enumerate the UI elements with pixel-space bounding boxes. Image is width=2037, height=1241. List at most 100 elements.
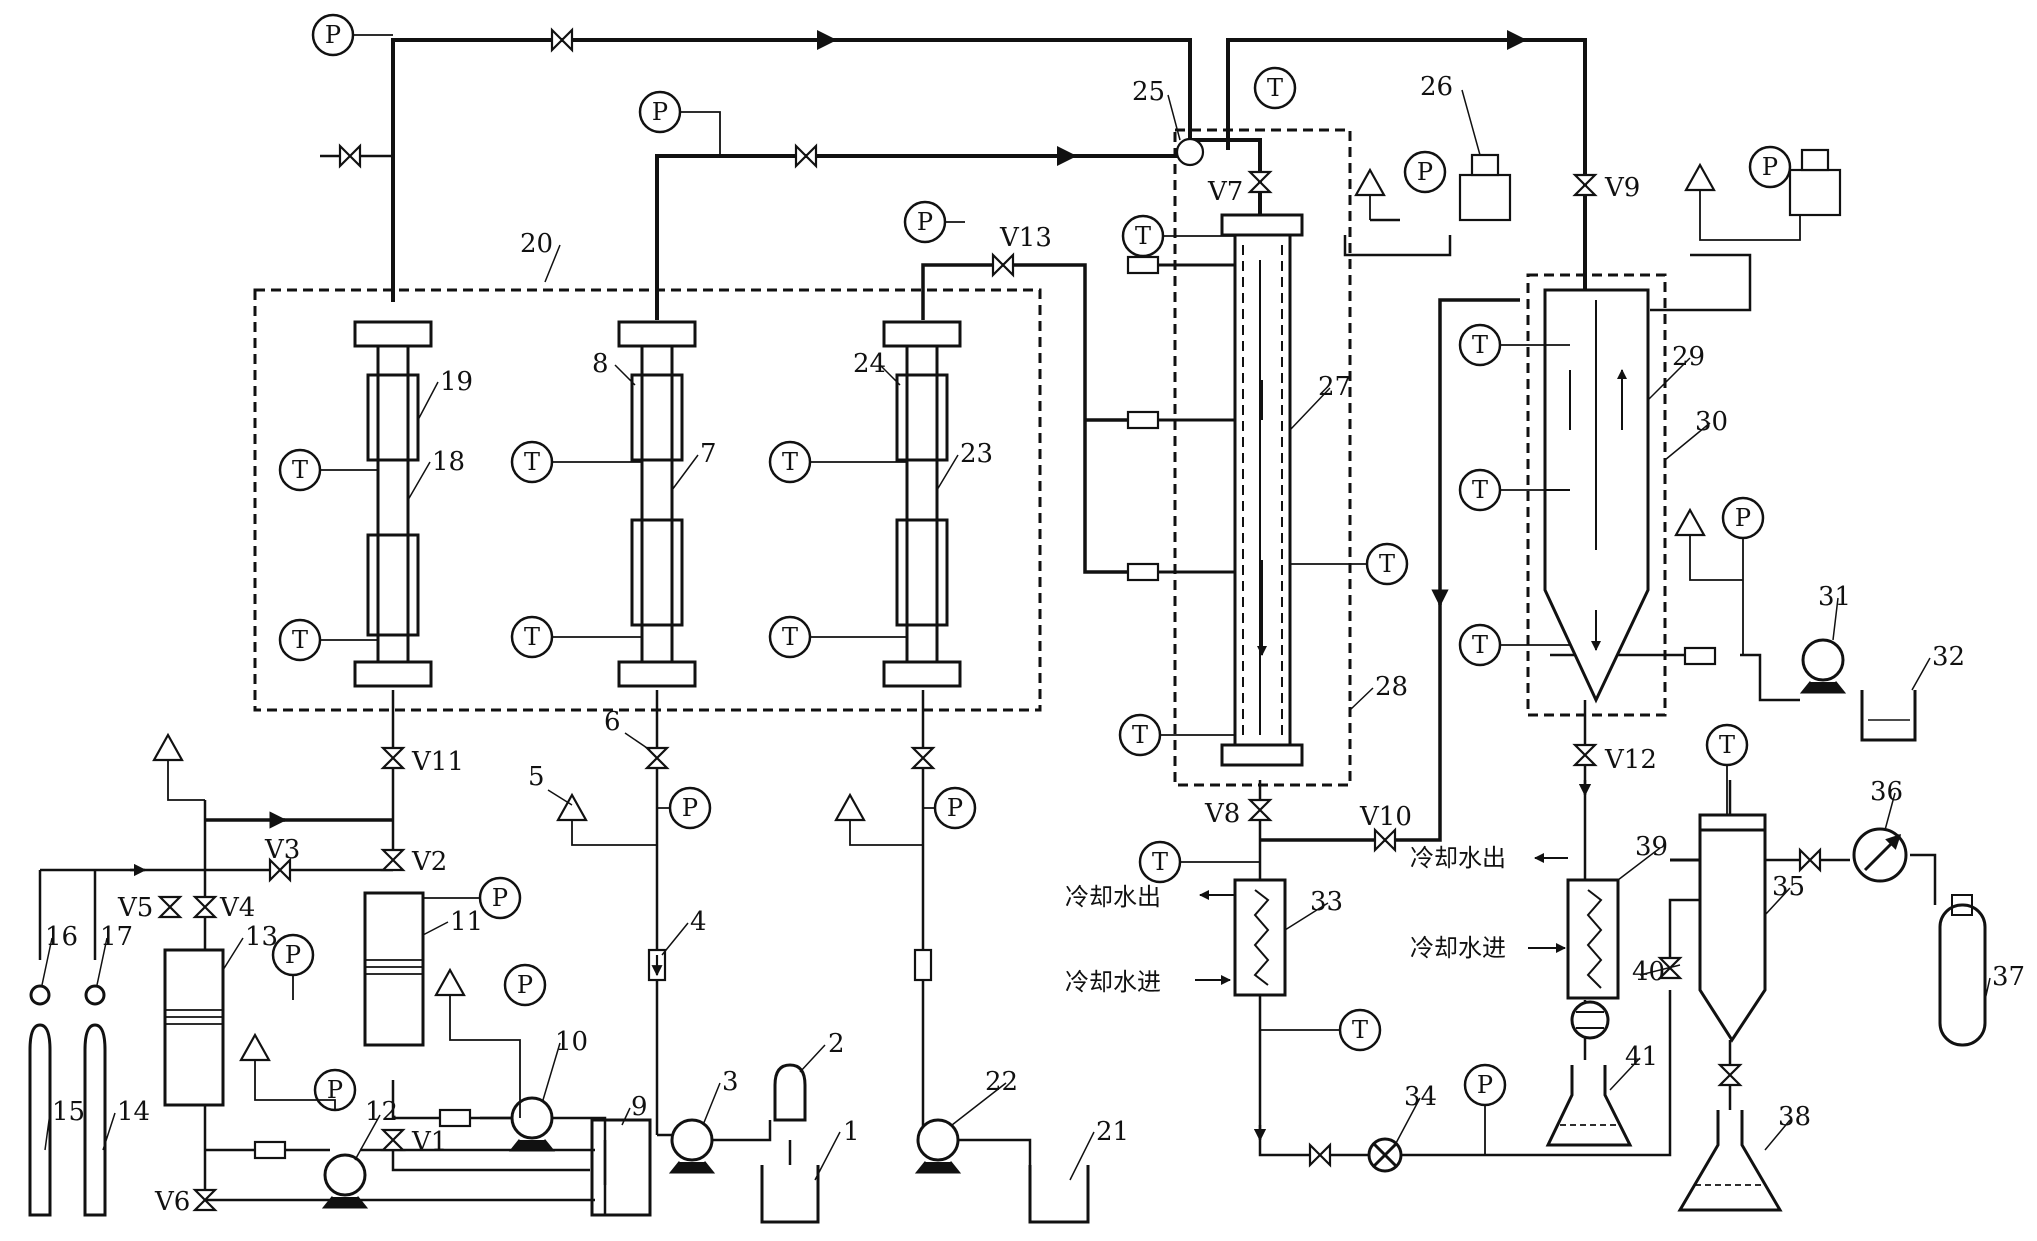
label-V10: V10 (1359, 802, 1412, 832)
flowmeter-22-line (913, 948, 933, 982)
num-26: 26 (1420, 72, 1453, 102)
p-gauge-5: P (682, 794, 698, 822)
vessel-11 (363, 891, 425, 1047)
component-numbers: 1 2 3 4 5 6 7 8 9 10 11 12 13 14 15 16 1… (45, 72, 2025, 1147)
label-V2: V2 (411, 847, 447, 877)
cw-out-33: 冷却水出 (1065, 883, 1161, 911)
valve-V9 (1572, 173, 1598, 197)
t-sensor-33-in: T (1152, 848, 1168, 876)
check-valve-31 (1683, 646, 1717, 666)
cooling-water-labels: 冷却水出 冷却水进 冷却水出 冷却水进 (1065, 844, 1506, 996)
t-sensor-27-bottom: T (1132, 721, 1148, 749)
valve-V11 (380, 746, 406, 770)
safety-device-29 (1788, 168, 1842, 217)
num-25: 25 (1132, 77, 1165, 107)
p-gauge-34: P (1477, 1071, 1493, 1099)
settler-jacket (1526, 273, 1667, 717)
tank-9 (590, 1118, 652, 1217)
t-sensor-33-out: T (1352, 1016, 1368, 1044)
num-2: 2 (828, 1029, 845, 1059)
num-41: 41 (1625, 1042, 1658, 1072)
num-40: 40 (1632, 957, 1665, 987)
t-sensor-27-mid: T (1379, 550, 1395, 578)
enclosures (253, 128, 1667, 787)
vessel-13 (163, 948, 225, 1107)
num-12: 12 (365, 1097, 398, 1127)
label-V8: V8 (1204, 799, 1240, 829)
num-27: 27 (1318, 372, 1351, 402)
heater-19-upper (366, 373, 420, 462)
pumps (321, 638, 1908, 1209)
t-sensor-23-upper: T (782, 448, 798, 476)
beaker-21 (1028, 1165, 1090, 1224)
p-gauge-27: P (1417, 158, 1433, 186)
t-sensor-18-upper: T (292, 456, 308, 484)
flasks (1545, 894, 1987, 1212)
instruments (271, 13, 1792, 1112)
p-gauge-13: P (285, 941, 301, 969)
num-33: 33 (1310, 887, 1343, 917)
num-24: 24 (853, 349, 886, 379)
tee-25 (1175, 137, 1205, 167)
instrument-leads (167, 34, 1801, 1155)
wet-gas-meter-36 (1852, 827, 1908, 883)
label-V12: V12 (1604, 745, 1657, 775)
t-sensor-7-lower: T (524, 623, 540, 651)
num-4: 4 (690, 907, 707, 937)
flask-38 (1677, 1110, 1783, 1212)
column-27 (1220, 213, 1304, 767)
p-gauge-31: P (1735, 504, 1751, 532)
num-18: 18 (432, 447, 465, 477)
num-3: 3 (722, 1067, 739, 1097)
num-22: 22 (985, 1067, 1018, 1097)
num-30: 30 (1695, 407, 1728, 437)
pump-34 (1367, 1137, 1403, 1173)
valve-6 (644, 746, 670, 770)
gas-cylinder-14 (83, 1023, 107, 1217)
pump-31 (1799, 638, 1847, 694)
valve-V13 (991, 252, 1015, 278)
reactor-heating-box (253, 288, 1042, 712)
label-V7: V7 (1207, 177, 1243, 207)
num-32: 32 (1932, 642, 1965, 672)
pump-3 (668, 1118, 716, 1174)
num-6: 6 (604, 707, 621, 737)
relief-valve-g (1684, 162, 1716, 192)
pump-12 (321, 1153, 369, 1209)
settler-29 (1543, 288, 1650, 704)
num-10: 10 (555, 1027, 588, 1057)
reactor-23-top-flange (882, 320, 962, 348)
p-gauge-11: P (492, 884, 508, 912)
leader-lines (41, 89, 1991, 1181)
num-23: 23 (960, 439, 993, 469)
num-37: 37 (1992, 962, 2025, 992)
relief-valve-c (834, 792, 866, 822)
num-7: 7 (700, 439, 717, 469)
valve-22 (910, 746, 936, 770)
t-sensor-27-top: T (1135, 222, 1151, 250)
valve-V12 (1572, 743, 1598, 767)
reactor-7-top-flange (617, 320, 697, 348)
p-gauge-12: P (327, 1076, 343, 1104)
label-V9: V9 (1604, 173, 1640, 203)
label-V1: V1 (411, 1127, 447, 1157)
label-V6: V6 (154, 1187, 190, 1217)
num-28: 28 (1375, 672, 1408, 702)
num-34: 34 (1404, 1082, 1437, 1112)
valve-V4 (192, 895, 218, 919)
condenser-33 (1233, 878, 1287, 997)
relief-valve-d (434, 967, 466, 997)
beaker-32 (1860, 690, 1917, 742)
valve-35-bottom (1717, 1063, 1743, 1087)
num-13: 13 (245, 922, 278, 952)
label-V11: V11 (411, 747, 464, 777)
t-sensor-29-mid: T (1472, 476, 1488, 504)
separator-top (1698, 813, 1767, 832)
relief-valve-e (239, 1032, 271, 1062)
num-11: 11 (450, 907, 483, 937)
label-V3: V3 (264, 835, 300, 865)
num-39: 39 (1635, 832, 1668, 862)
reactor-23-tube (905, 344, 939, 664)
column-jacket (1173, 128, 1352, 787)
